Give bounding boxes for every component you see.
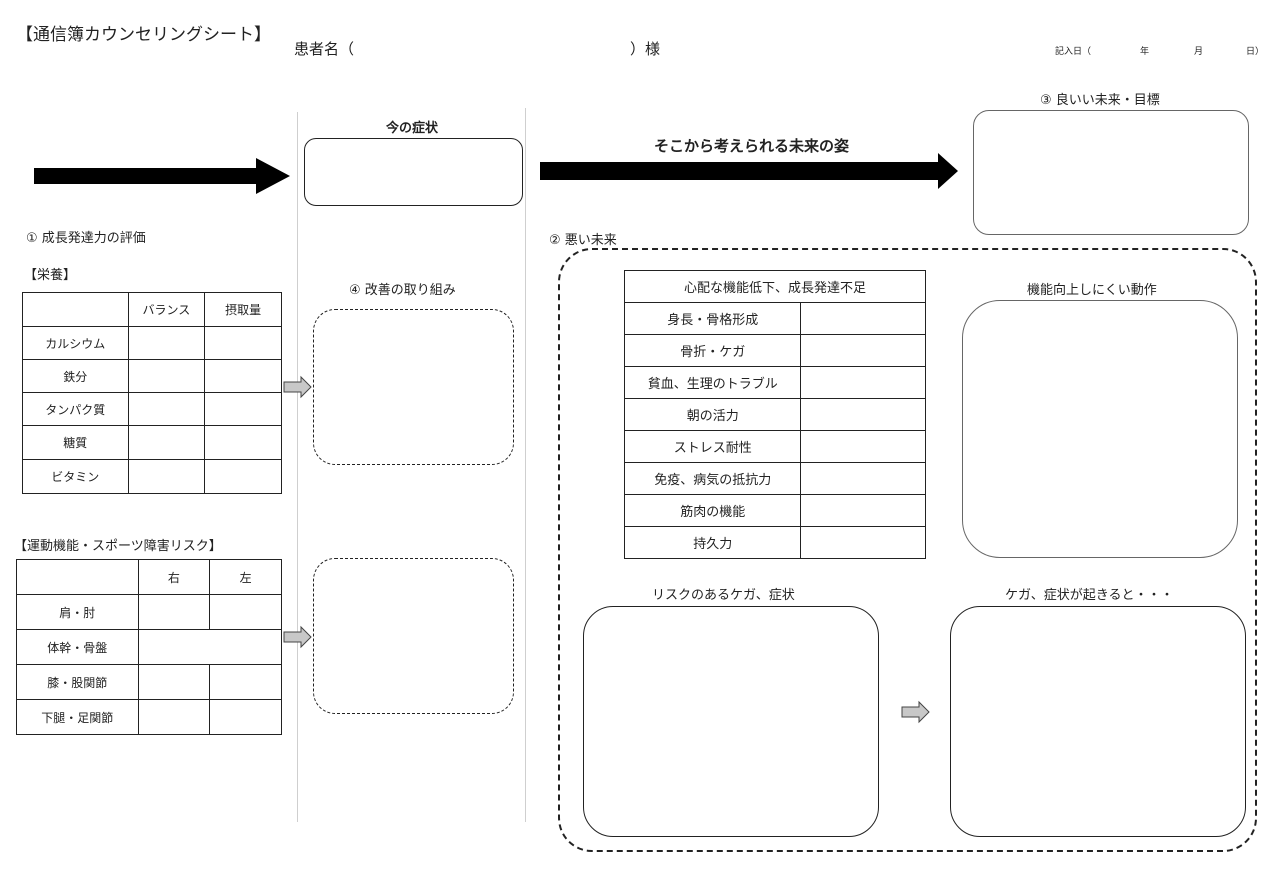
nutrition-cell[interactable] bbox=[204, 392, 282, 426]
concern-cell[interactable] bbox=[800, 366, 926, 399]
arrow-right-icon bbox=[34, 158, 290, 194]
motor-cell[interactable] bbox=[137, 629, 283, 665]
improvement-box-motor[interactable] bbox=[313, 558, 514, 714]
motor-heading: 【運動機能・スポーツ障害リスク】 bbox=[14, 539, 222, 554]
date-month: 月 bbox=[1194, 47, 1204, 57]
nutrition-row-label: 鉄分 bbox=[22, 359, 129, 393]
concern-cell[interactable] bbox=[800, 302, 926, 335]
nutrition-cell[interactable] bbox=[127, 459, 206, 494]
motor-cell[interactable] bbox=[209, 699, 282, 735]
nutrition-col-header bbox=[22, 292, 129, 327]
motor-cell[interactable] bbox=[137, 594, 211, 630]
good-future-box[interactable] bbox=[973, 110, 1249, 235]
divider-right bbox=[525, 108, 526, 822]
hard-motion-heading: 機能向上しにくい動作 bbox=[1027, 283, 1157, 298]
nutrition-table: バランス 摂取量 カルシウム 鉄分 タンパク質 糖質 ビタミン bbox=[22, 292, 282, 494]
motor-col-header bbox=[16, 559, 139, 595]
patient-name-prefix: 患者名（ bbox=[294, 40, 355, 58]
concern-cell[interactable] bbox=[800, 526, 926, 559]
divider-left bbox=[297, 112, 298, 822]
motor-cell[interactable] bbox=[209, 594, 282, 630]
motor-row-label: 下腿・足関節 bbox=[16, 699, 139, 735]
nutrition-col-header: 摂取量 bbox=[204, 292, 282, 327]
concern-row-label: 免疫、病気の抵抗力 bbox=[623, 462, 802, 495]
concern-row-label: 持久力 bbox=[623, 526, 802, 559]
arrow-right-icon bbox=[901, 700, 930, 724]
concern-cell[interactable] bbox=[800, 398, 926, 431]
improvement-box-nutrition[interactable] bbox=[313, 309, 514, 465]
improvement-heading: ④ 改善の取り組み bbox=[349, 283, 456, 298]
bad-future-area bbox=[558, 248, 1257, 852]
future-heading: そこから考えられる未来の姿 bbox=[654, 137, 850, 155]
evaluation-heading: ① 成長発達力の評価 bbox=[26, 231, 146, 246]
motor-cell[interactable] bbox=[209, 664, 282, 700]
date-day: 日） bbox=[1246, 47, 1265, 57]
nutrition-cell[interactable] bbox=[127, 425, 206, 460]
nutrition-row-label: タンパク質 bbox=[22, 392, 129, 426]
concern-row-label: ストレス耐性 bbox=[623, 430, 802, 463]
nutrition-cell[interactable] bbox=[127, 359, 206, 393]
sheet-title: 【通信簿カウンセリングシート】 bbox=[16, 25, 271, 45]
nutrition-cell[interactable] bbox=[204, 425, 282, 460]
risk-injury-box[interactable] bbox=[583, 606, 879, 837]
concern-row-label: 朝の活力 bbox=[623, 398, 802, 431]
nutrition-cell[interactable] bbox=[204, 459, 282, 494]
concern-row-label: 骨折・ケガ bbox=[623, 334, 802, 367]
nutrition-cell[interactable] bbox=[127, 326, 206, 360]
concern-cell[interactable] bbox=[800, 430, 926, 463]
concern-row-label: 筋肉の機能 bbox=[623, 494, 802, 527]
arrow-right-icon bbox=[540, 153, 958, 189]
motor-row-label: 肩・肘 bbox=[16, 594, 139, 630]
motor-cell[interactable] bbox=[137, 664, 211, 700]
concern-cell[interactable] bbox=[800, 494, 926, 527]
consequence-box[interactable] bbox=[950, 606, 1246, 837]
bad-future-heading: ② 悪い未来 bbox=[549, 233, 617, 248]
concern-row-label: 貧血、生理のトラブル bbox=[623, 366, 802, 399]
motor-cell[interactable] bbox=[137, 699, 211, 735]
concern-cell[interactable] bbox=[800, 334, 926, 367]
concerns-heading: 心配な機能低下、成長発達不足 bbox=[624, 270, 926, 303]
nutrition-row-label: カルシウム bbox=[22, 326, 129, 360]
date-year: 年 bbox=[1140, 47, 1150, 57]
motor-row-label: 膝・股関節 bbox=[16, 664, 139, 700]
arrow-right-icon bbox=[283, 625, 312, 649]
motor-col-header: 左 bbox=[209, 559, 282, 595]
current-symptom-heading: 今の症状 bbox=[386, 121, 439, 136]
nutrition-col-header: バランス bbox=[127, 292, 206, 327]
motor-table: 右 左 肩・肘 体幹・骨盤 膝・股関節 下腿・足関節 bbox=[16, 559, 283, 735]
nutrition-row-label: ビタミン bbox=[22, 459, 129, 494]
nutrition-heading: 【栄養】 bbox=[24, 268, 77, 283]
concern-cell[interactable] bbox=[800, 462, 926, 495]
patient-name-suffix: ）様 bbox=[630, 40, 661, 58]
consequence-heading: ケガ、症状が起きると・・・ bbox=[1005, 588, 1174, 603]
concern-row-label: 身長・骨格形成 bbox=[623, 302, 802, 335]
date-label: 記入日（ bbox=[1055, 47, 1092, 57]
risk-injury-heading: リスクのあるケガ、症状 bbox=[652, 588, 795, 603]
concerns-table: 心配な機能低下、成長発達不足 身長・骨格形成 骨折・ケガ 貧血、生理のトラブル … bbox=[623, 270, 926, 559]
nutrition-cell[interactable] bbox=[127, 392, 206, 426]
motor-row-label: 体幹・骨盤 bbox=[16, 629, 139, 665]
good-future-heading: ③ 良いい未来・目標 bbox=[1040, 93, 1160, 108]
nutrition-cell[interactable] bbox=[204, 359, 282, 393]
nutrition-cell[interactable] bbox=[204, 326, 282, 360]
hard-motion-box[interactable] bbox=[962, 300, 1238, 558]
arrow-right-icon bbox=[283, 375, 312, 399]
nutrition-row-label: 糖質 bbox=[22, 425, 129, 460]
current-symptom-box[interactable] bbox=[304, 138, 523, 206]
motor-col-header: 右 bbox=[137, 559, 211, 595]
